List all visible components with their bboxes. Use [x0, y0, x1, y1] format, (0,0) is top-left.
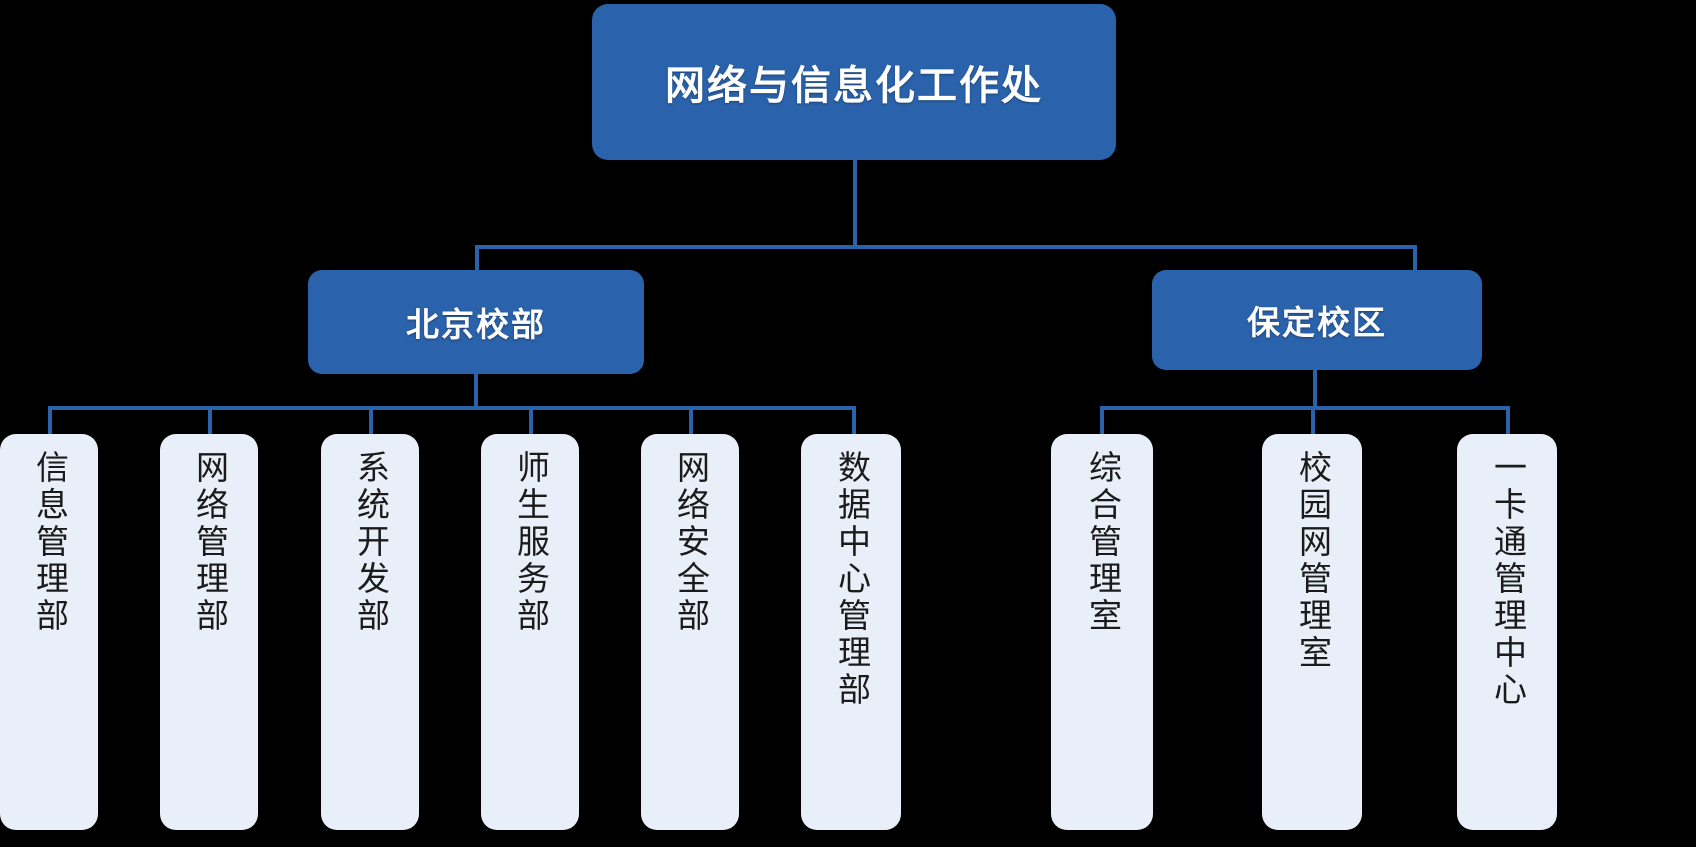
connector-beijing-bus	[48, 406, 856, 410]
node-unit-campus-network-management[interactable]: 校园网管理室	[1262, 434, 1362, 830]
node-unit-label: 网络安全部	[672, 450, 710, 635]
connector-beijing-leaf-2	[208, 406, 212, 436]
connector-beijing-leaf-6	[852, 406, 856, 436]
connector-beijing-drop	[474, 374, 478, 408]
connector-baoding-leaf-1	[1100, 406, 1104, 436]
connector-beijing-stub	[475, 245, 479, 273]
node-unit-system-development[interactable]: 系统开发部	[321, 434, 419, 830]
connector-beijing-leaf-1	[48, 406, 52, 436]
node-unit-network-security[interactable]: 网络安全部	[641, 434, 739, 830]
node-unit-information-management[interactable]: 信息管理部	[0, 434, 98, 830]
node-unit-network-management[interactable]: 网络管理部	[160, 434, 258, 830]
connector-baoding-leaf-2	[1311, 406, 1315, 436]
node-unit-label: 师生服务部	[512, 450, 550, 635]
node-unit-campus-card-center[interactable]: 一卡通管理中心	[1457, 434, 1557, 830]
node-unit-label: 校园网管理室	[1294, 450, 1332, 672]
connector-beijing-leaf-4	[529, 406, 533, 436]
node-unit-label: 综合管理室	[1084, 450, 1122, 635]
node-root-label: 网络与信息化工作处	[665, 64, 1043, 108]
connector-baoding-bus	[1100, 406, 1510, 410]
node-unit-teacher-student-service[interactable]: 师生服务部	[481, 434, 579, 830]
connector-beijing-leaf-3	[369, 406, 373, 436]
node-root[interactable]: 网络与信息化工作处	[592, 4, 1116, 160]
node-unit-label: 信息管理部	[31, 450, 69, 635]
connector-beijing-leaf-5	[689, 406, 693, 436]
connector-baoding-stub	[1413, 245, 1417, 273]
node-branch-baoding[interactable]: 保定校区	[1152, 270, 1482, 370]
node-unit-data-center-management[interactable]: 数据中心管理部	[801, 434, 901, 830]
connector-level1-bus	[475, 245, 1417, 249]
connector-baoding-leaf-3	[1506, 406, 1510, 436]
node-branch-baoding-label: 保定校区	[1247, 304, 1387, 341]
connector-root-drop	[853, 160, 857, 247]
node-unit-label: 网络管理部	[191, 450, 229, 635]
node-branch-beijing-label: 北京校部	[406, 306, 546, 343]
connector-baoding-drop	[1313, 370, 1317, 408]
node-unit-label: 数据中心管理部	[833, 450, 871, 709]
node-unit-general-administration[interactable]: 综合管理室	[1051, 434, 1153, 830]
node-unit-label: 系统开发部	[352, 450, 390, 635]
node-branch-beijing[interactable]: 北京校部	[308, 270, 644, 374]
node-unit-label: 一卡通管理中心	[1489, 450, 1527, 709]
